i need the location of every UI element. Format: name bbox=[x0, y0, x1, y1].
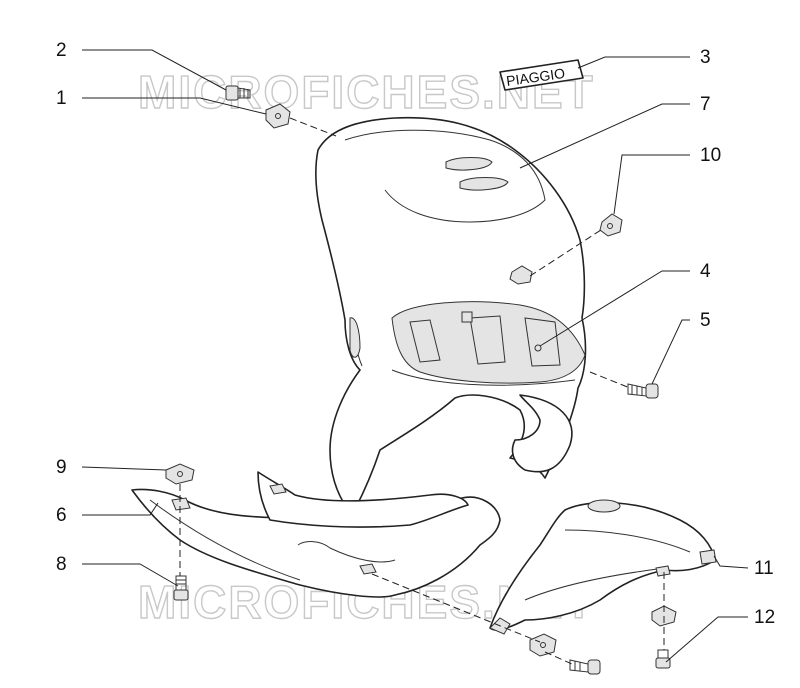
callout-numbers: 2 1 3 7 10 4 5 9 6 8 11 12 bbox=[56, 40, 775, 628]
screw-bottom bbox=[569, 659, 601, 675]
clip-nut-part-1 bbox=[265, 103, 291, 129]
screw-part-12 bbox=[655, 649, 671, 669]
clip-nut-part-9 bbox=[165, 463, 195, 485]
callout-12: 12 bbox=[754, 607, 775, 628]
callout-2: 2 bbox=[56, 40, 67, 61]
callout-4: 4 bbox=[700, 261, 711, 282]
screw-part-5 bbox=[627, 383, 659, 399]
callout-5: 5 bbox=[700, 310, 711, 331]
shield-inner-flap bbox=[511, 394, 573, 473]
screw-part-2 bbox=[225, 85, 251, 101]
callout-3: 3 bbox=[700, 47, 711, 68]
callout-6: 6 bbox=[56, 505, 67, 526]
front-shield-part bbox=[315, 116, 587, 516]
clip-nut-panel bbox=[529, 605, 677, 657]
callout-9: 9 bbox=[56, 457, 67, 478]
callout-11: 11 bbox=[754, 558, 774, 579]
inner-panel-part bbox=[489, 499, 717, 635]
callout-1: 1 bbox=[56, 88, 67, 109]
leader-lines bbox=[81, 49, 749, 663]
callout-7: 7 bbox=[700, 94, 711, 115]
piaggio-badge-part: PIAGGIO bbox=[499, 59, 584, 91]
grommet-part-10 bbox=[509, 213, 623, 285]
lower-spoiler-part bbox=[131, 471, 501, 598]
assembly-lines bbox=[179, 117, 665, 665]
callout-10: 10 bbox=[700, 145, 721, 166]
callout-8: 8 bbox=[56, 554, 67, 575]
